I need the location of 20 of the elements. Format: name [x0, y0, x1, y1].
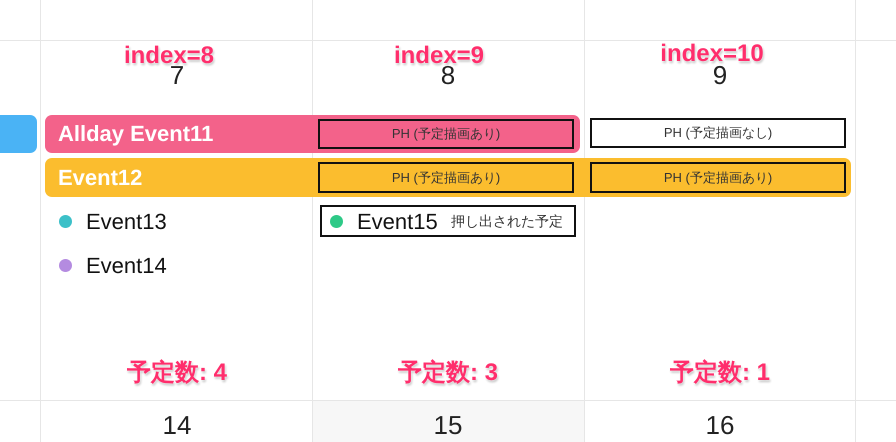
event-title: Event14: [86, 253, 167, 279]
count-label: 予定数: 1: [670, 358, 770, 388]
event-bar: [45, 158, 851, 197]
placeholder-box: PH (予定描画なし): [590, 118, 846, 148]
date-number: 15: [434, 410, 462, 441]
pushed-event-box: [320, 205, 576, 237]
date-number: 14: [162, 410, 192, 441]
event-title: Event15: [357, 209, 438, 235]
event-title: Allday Event11: [58, 121, 214, 147]
event-title: Event13: [86, 209, 167, 235]
event-bar: [0, 115, 37, 153]
count-label: 予定数: 3: [398, 358, 498, 388]
placeholder-box: PH (予定描画あり): [318, 162, 574, 193]
note-text: 押し出された予定: [451, 213, 563, 231]
date-number: 16: [706, 410, 734, 441]
count-label: 予定数: 4: [127, 358, 227, 388]
placeholder-box: PH (予定描画あり): [318, 119, 574, 149]
event-bar: [45, 115, 580, 153]
placeholder-box: PH (予定描画あり): [590, 162, 846, 193]
event-title: Event12: [58, 164, 142, 190]
